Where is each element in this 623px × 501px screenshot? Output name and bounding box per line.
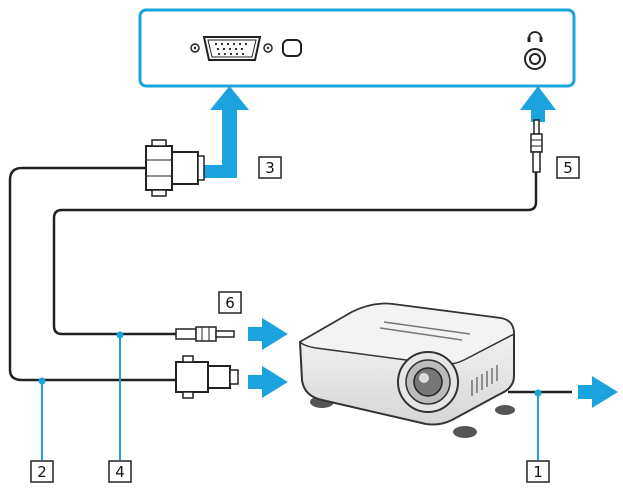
headphone-icon (527, 31, 543, 42)
callout-4: 4 (108, 460, 132, 483)
callout-2-label: 2 (37, 463, 47, 481)
vga-up-arrow (200, 86, 249, 178)
vga-cable (8, 166, 176, 382)
leader-lines (41, 335, 539, 460)
callout-1-label: 1 (533, 463, 543, 481)
output-right-arrow (578, 376, 618, 408)
audio-right-arrow (248, 318, 288, 350)
callout-2: 2 (30, 460, 54, 483)
callout-6: 6 (218, 291, 242, 314)
callout-1: 1 (526, 460, 550, 483)
audio-plug-top (530, 119, 543, 173)
callout-4-label: 4 (115, 463, 125, 481)
vga-right-arrow (248, 366, 288, 398)
small-port-icon (282, 39, 302, 57)
computer-back-panel (138, 8, 576, 88)
callout-3: 3 (258, 156, 282, 179)
audio-cable (52, 172, 538, 336)
leader-dots (38, 331, 542, 397)
callout-3-label: 3 (265, 159, 275, 177)
headphone-jack (524, 48, 546, 70)
audio-plug-bottom (175, 326, 235, 342)
vga-connector-bottom (175, 355, 239, 399)
callout-5: 5 (556, 156, 580, 179)
projector-icon (298, 302, 515, 438)
vga-connector-top (145, 139, 205, 197)
callout-6-label: 6 (225, 294, 235, 312)
callout-5-label: 5 (563, 159, 573, 177)
vga-port-icon (190, 36, 273, 61)
audio-up-arrow (520, 86, 556, 122)
